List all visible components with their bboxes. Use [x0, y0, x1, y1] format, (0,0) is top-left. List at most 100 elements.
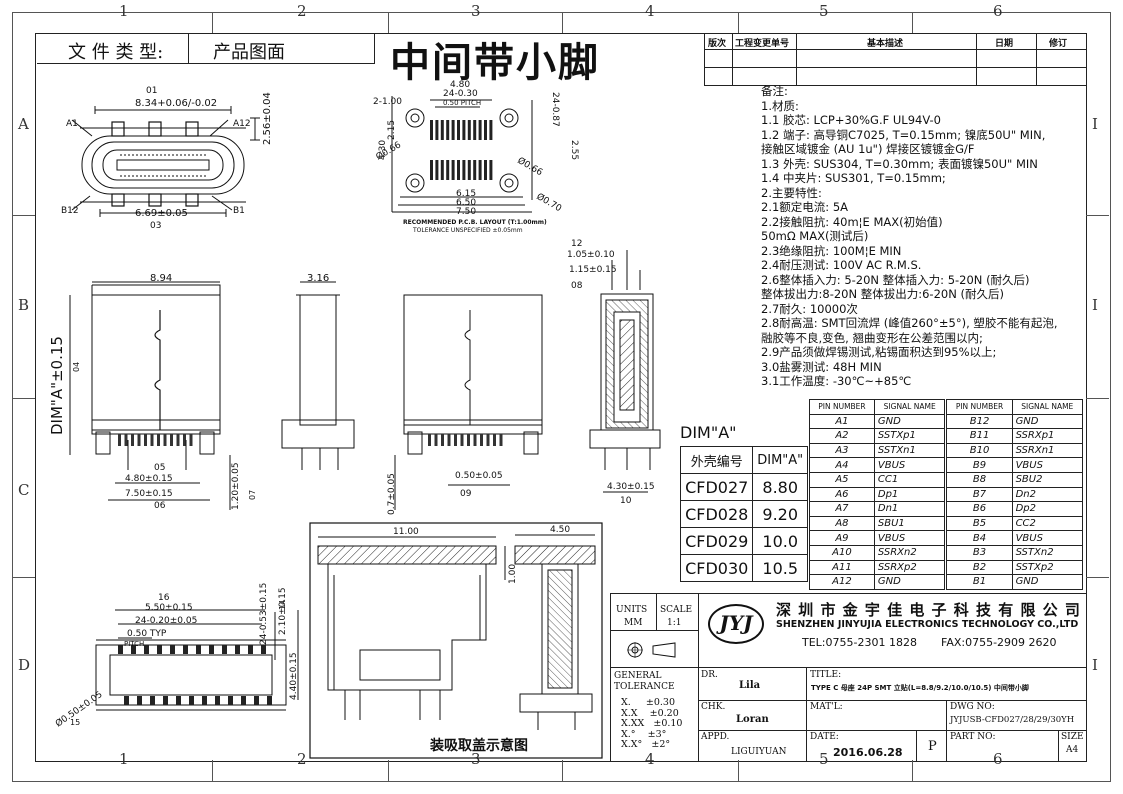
dwg-no-label: DWG NO: [950, 702, 995, 712]
cap-view-1 [317, 536, 497, 720]
rev-col-version: 版次 [708, 39, 727, 49]
dimension-label: B1 [233, 206, 245, 216]
tolerance-line: X.XX ±0.10 [621, 718, 683, 729]
pin-number-cell: A9 [809, 530, 875, 546]
zone-column-label: 5 [819, 2, 829, 20]
chk-label: CHK. [701, 702, 726, 712]
pin-number-cell: A2 [809, 428, 875, 444]
dimension-label: 24-0.20±0.05 [135, 616, 197, 626]
size-value: A4 [1066, 745, 1079, 755]
signal-name-cell: SSTXn1 [873, 442, 947, 459]
dimension-label: 7.50 [456, 207, 476, 217]
dimension-label: 1.15±0.15 [569, 265, 617, 275]
pin-number-cell: A1 [809, 413, 875, 430]
dimension-label: 24-0.53±0.15 [259, 583, 269, 645]
zone-row-label: D [18, 656, 31, 674]
signal-name-cell: Dp2 [1011, 501, 1084, 517]
dimension-label: 5.50±0.15 [145, 603, 193, 613]
dimension-label: 4.80 [450, 80, 470, 90]
zone-column-label: 2 [297, 2, 307, 20]
pin-number-cell: B9 [944, 457, 1013, 473]
signal-name-cell: VBUS [873, 457, 947, 473]
pin-number-cell: A4 [809, 457, 875, 473]
dimension-label: B12 [61, 206, 79, 216]
material-label: MAT'L: [810, 702, 843, 712]
dim-a-title: DIM"A" [680, 423, 737, 442]
dimension-label: 24-0.30 [443, 89, 478, 99]
dimension-label: 1.00 [508, 564, 518, 584]
spec-note-line: 1.2 端子: 高导铜C7025, T=0.15mm; 镍底50U" MIN, [761, 127, 1046, 142]
dimension-label: 8.34+0.06/-0.02 [135, 98, 217, 109]
pin-number-cell: A5 [809, 471, 875, 488]
spec-note-line: 1.1 胶芯: LCP+30%G.F UL94V-0 [761, 113, 941, 127]
dim-col-value: DIM"A" [752, 446, 808, 474]
units-value: MM [624, 618, 643, 628]
dimension-label: 07 [248, 490, 257, 500]
dimension-label: 6.50 [456, 198, 476, 208]
signal-name-cell: SSTXp2 [1011, 559, 1084, 576]
dimension-label: 12 [571, 239, 582, 249]
units-label: UNITS [616, 605, 648, 615]
cap-caption: 装吸取盖示意图 [430, 738, 528, 754]
signal-name-cell: CC1 [873, 471, 947, 488]
zone-row-label-right: I [1092, 656, 1098, 674]
dimension-label: 1.20±0.05 [231, 462, 241, 510]
dimension-label: 2.56±0.04 [262, 92, 273, 145]
dimension-label: 11.00 [393, 527, 419, 537]
shell-number-cell: CFD030 [679, 554, 754, 582]
dimension-label: PITCH [124, 640, 144, 648]
spec-note-line: 1.3 外壳: SUS304, T=0.30mm; 表面镀镍50U" MIN [761, 156, 1038, 171]
dimension-label: 01 [146, 86, 157, 96]
pcb-layout [391, 96, 533, 213]
outer-frame [12, 12, 1111, 782]
dimension-label: 15 [70, 718, 80, 727]
spec-note-line: 2.8耐高温: SMT回流焊 (峰值260°±5°), 塑胶不能有起泡, [761, 316, 1058, 330]
dimension-label: 6.69±0.05 [135, 208, 188, 219]
section-view [589, 250, 661, 470]
pin-number-cell: A11 [809, 559, 875, 576]
dimension-label: 0.7±0.05 [387, 473, 397, 515]
dimension-label: 3.16 [307, 273, 329, 284]
signal-name-cell: SSTXp1 [873, 428, 947, 444]
signal-name-cell: VBUS [1011, 457, 1084, 473]
spec-note-line: 备注: [761, 84, 788, 98]
spec-note-line: 2.6整体插入力: 5-20N 整体插入力: 5-20N (耐久后) [761, 272, 1030, 287]
dimension-label: Ø0.66 [516, 155, 545, 178]
zone-row-label-right: I [1092, 115, 1098, 133]
side-view-3 [403, 294, 543, 455]
pin-number-cell: A10 [809, 544, 875, 561]
pin-table: PIN NUMBER SIGNAL NAME PIN NUMBER SIGNAL… [809, 399, 1084, 590]
big-title: 中间带小脚 [390, 40, 600, 86]
dimension-label: 10 [620, 496, 632, 506]
dr-label: DR. [701, 670, 718, 680]
rev-col-date: 日期 [995, 39, 1014, 49]
signal-name-cell: GND [1011, 574, 1084, 590]
spec-note-line: 50mΩ MAX(测试后) [761, 229, 869, 243]
dimension-label: 1.05±0.10 [567, 250, 615, 260]
zone-row-label: C [18, 481, 30, 499]
inner-frame [35, 33, 1087, 762]
signal-name-cell: Dp1 [873, 486, 947, 503]
part-no-label: PART NO: [950, 732, 996, 742]
signal-name-cell: SSRXn1 [1011, 442, 1084, 459]
pin-col-a-signal: SIGNAL NAME [873, 399, 947, 415]
shell-number-cell: CFD027 [679, 473, 754, 501]
signal-name-cell: Dn1 [873, 501, 947, 517]
zone-column-label: 6 [993, 2, 1003, 20]
title-block: UNITS MM SCALE 1:1 JYJ 深 圳 市 金 宇 佳 电 子 科… [610, 593, 1086, 761]
dim-a-value-cell: 10.5 [752, 554, 808, 582]
dr-value: Lila [739, 680, 761, 691]
appd-label: APPD. [701, 732, 730, 742]
spec-note-line: 2.3绝缘阻抗: 100M¦E MIN [761, 243, 902, 258]
dimension-label: 2.15 [387, 120, 397, 140]
pin-number-cell: B4 [944, 530, 1013, 546]
size-label: SIZE [1061, 732, 1084, 742]
spec-note-line: 接触区域镀金 (AU 1u") 焊接区镀镀金G/F [761, 142, 975, 156]
